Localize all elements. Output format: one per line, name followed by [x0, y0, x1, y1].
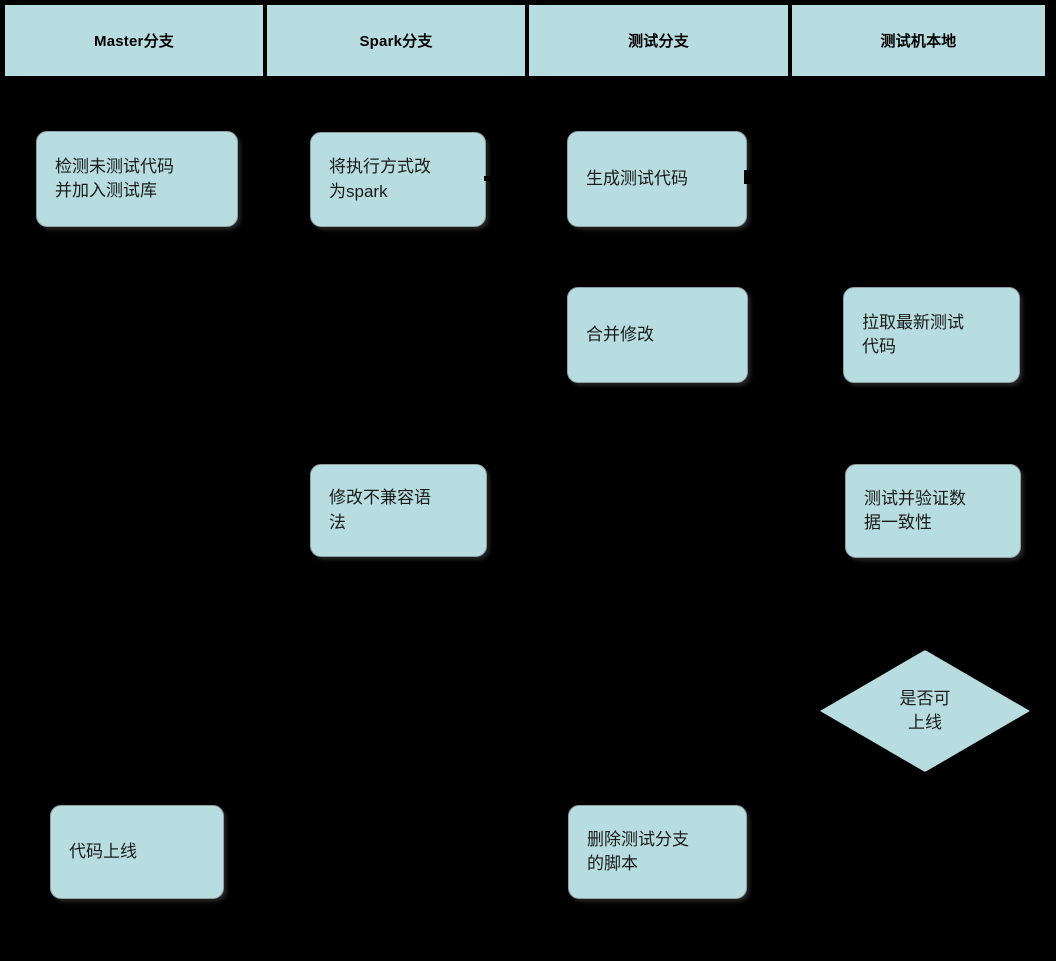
swimlane-header-spark-label: Spark分支: [359, 33, 433, 50]
swimlane-header-test-branch-label: 测试分支: [628, 33, 689, 50]
swimlane-header-test-machine: 测试机本地: [790, 3, 1047, 78]
swimlane-header-spark: Spark分支: [265, 3, 527, 78]
node-fix-incompatible-syntax-label: 修改不兼容语 法: [329, 488, 431, 532]
connector-stub-spark-right: [484, 176, 496, 181]
swimlane-header-test-machine-label: 测试机本地: [880, 33, 957, 50]
swimlane-header-master: Master分支: [3, 3, 265, 78]
node-delete-test-branch-scripts[interactable]: 删除测试分支 的脚本: [568, 805, 747, 899]
node-merge-changes-label: 合并修改: [586, 324, 654, 344]
node-merge-changes[interactable]: 合并修改: [567, 287, 748, 383]
node-fix-incompatible-syntax[interactable]: 修改不兼容语 法: [310, 464, 487, 557]
node-pull-latest-test-code-label: 拉取最新测试 代码: [862, 312, 964, 356]
swimlane-header-master-label: Master分支: [94, 33, 174, 50]
node-delete-test-branch-scripts-label: 删除测试分支 的脚本: [587, 829, 689, 873]
node-code-release[interactable]: 代码上线: [50, 805, 224, 899]
node-verify-data-consistency-label: 测试并验证数 据一致性: [864, 488, 966, 532]
node-generate-test-code[interactable]: 生成测试代码: [567, 131, 747, 227]
node-detect-untested-code-label: 检测未测试代码 并加入测试库: [55, 156, 174, 200]
node-can-release-decision[interactable]: 是否可 上线: [820, 650, 1030, 772]
node-change-exec-to-spark-label: 将执行方式改 为spark: [329, 157, 431, 201]
connector-stub-generate-right: [744, 170, 752, 184]
node-generate-test-code-label: 生成测试代码: [586, 168, 688, 188]
node-verify-data-consistency[interactable]: 测试并验证数 据一致性: [845, 464, 1021, 558]
node-code-release-label: 代码上线: [69, 841, 137, 861]
node-pull-latest-test-code[interactable]: 拉取最新测试 代码: [843, 287, 1020, 383]
node-can-release-decision-label: 是否可 上线: [899, 688, 951, 732]
node-detect-untested-code[interactable]: 检测未测试代码 并加入测试库: [36, 131, 238, 227]
swimlane-header-test-branch: 测试分支: [527, 3, 790, 78]
node-change-exec-to-spark[interactable]: 将执行方式改 为spark: [310, 132, 486, 227]
swimlane-header-row: Master分支 Spark分支 测试分支 测试机本地: [3, 3, 1047, 78]
